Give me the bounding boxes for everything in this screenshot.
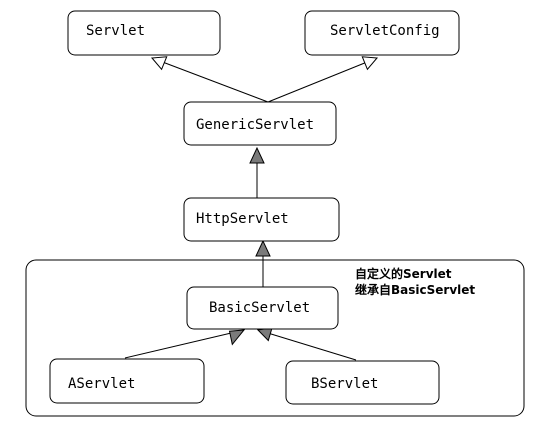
class-box-aservlet: AServlet [49, 358, 205, 404]
arrowhead-basicservlet-left [228, 329, 246, 346]
class-box-servletconfig: ServletConfig [304, 10, 460, 56]
bservlet-label: BServlet [311, 376, 378, 392]
edge-generic-to-servlet [151, 57, 269, 103]
basicservlet-label: BasicServlet [209, 300, 310, 316]
servlet-label: Servlet [86, 23, 145, 39]
arrowhead-servlet [150, 56, 168, 71]
genericservlet-box [183, 101, 337, 146]
class-box-basicservlet: BasicServlet [186, 286, 339, 330]
class-box-servlet: Servlet [67, 10, 221, 56]
class-box-genericservlet: GenericServlet [183, 101, 337, 146]
aservlet-box [49, 358, 205, 404]
genericservlet-label: GenericServlet [196, 117, 314, 133]
edge-bservlet-to-basic [257, 329, 357, 361]
aservlet-label: AServlet [68, 376, 135, 392]
httpservlet-box [183, 197, 340, 242]
servletconfig-label: ServletConfig [330, 23, 440, 39]
class-box-bservlet: BServlet [285, 360, 440, 405]
edge-aservlet-to-basic [124, 329, 245, 359]
httpservlet-label: HttpServlet [196, 211, 289, 227]
inheritance-edges [124, 57, 378, 361]
class-box-httpservlet: HttpServlet [183, 197, 340, 242]
basicservlet-box [186, 286, 339, 330]
bservlet-box [285, 360, 440, 405]
group-note-line1: 自定义的Servlet [355, 266, 452, 281]
arrowhead-servletconfig [361, 56, 379, 71]
group-note-line2: 继承自BasicServlet [355, 282, 475, 297]
arrowhead-httpservlet [255, 239, 271, 257]
edge-generic-to-servletconfig [267, 57, 378, 103]
servletconfig-box [304, 10, 460, 56]
arrowhead-genericservlet [249, 146, 265, 164]
servlet-box [67, 10, 221, 56]
